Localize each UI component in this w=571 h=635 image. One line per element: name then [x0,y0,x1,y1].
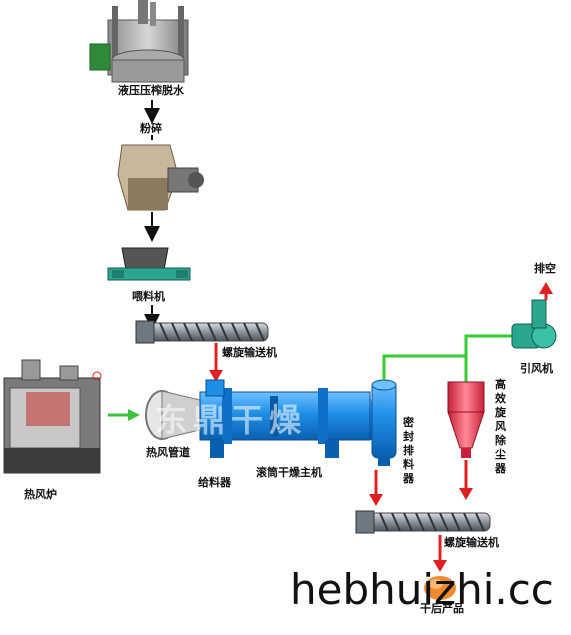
label-dried-product: 干后产品 [420,602,464,615]
screw-conveyor-bottom [355,510,491,534]
feeder-bin-machine [107,247,191,281]
label-screw-conveyor-bottom: 螺旋输送机 [444,536,499,549]
label-feeder-bin: 喂料机 [132,290,165,303]
brand-mark-text: 东鼎干燥 [155,401,308,439]
crusher-machine [117,144,204,211]
hydraulic-press-machine [89,0,189,83]
seal-discharger-machine [371,379,397,466]
label-hot-air-duct: 热风管道 [146,446,190,459]
screw-conveyor-top [135,320,269,344]
dried-product-pile [424,576,456,600]
label-hot-air-furnace: 热风炉 [24,488,57,501]
label-crushing: 粉碎 [140,122,162,135]
label-induced-fan: 引风机 [520,362,553,375]
label-seal-discharger: 密封排料器 [403,416,414,485]
label-drum-dryer: 滚筒干燥主机 [256,466,322,479]
label-exhaust: 排空 [534,262,556,275]
cyclone-dust-collector-machine [447,381,485,458]
induced-fan-machine [511,299,557,349]
label-dewatering: 液压压榨脱水 [118,84,184,97]
hot-air-furnace-machine [3,359,102,474]
label-screw-conveyor-top: 螺旋输送机 [222,346,277,359]
drum-dryer-machine [199,379,378,458]
watermark-text: hebhuizhi.cc [290,565,554,614]
label-feeder: 给料器 [198,476,231,489]
label-cyclone: 高效旋风除尘器 [495,378,506,475]
